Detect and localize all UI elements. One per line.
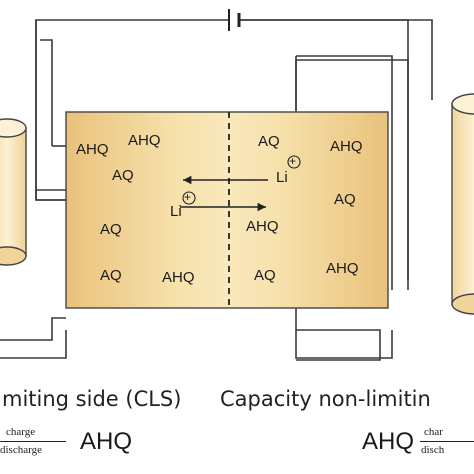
left-species-4: AQ (100, 221, 122, 238)
left-species-5: AQ (100, 267, 122, 284)
caption-left: miting side (CLS) (2, 387, 182, 411)
ion-label-lower: Li (170, 203, 182, 220)
battery-icon (228, 9, 241, 31)
right-species-5: AQ (254, 267, 276, 284)
wire-right (240, 19, 409, 359)
eq-right-numerator: char (424, 426, 443, 438)
eq-left-denominator: discharge (0, 444, 42, 456)
right-species-6: AHQ (326, 260, 359, 277)
eq-right-fraction-bar (420, 441, 474, 442)
eq-left-fraction-bar (0, 441, 66, 442)
cell-leads (36, 199, 66, 201)
left-species-6: AHQ (162, 269, 195, 286)
ion-charge-upper: + (289, 154, 297, 168)
right-electrode-icon (451, 93, 474, 315)
caption-right: Capacity non-limitin (220, 387, 431, 411)
right-species-2: AHQ (330, 138, 363, 155)
ion-plus-icon (182, 155, 301, 205)
eq-right-denominator: disch (421, 444, 445, 456)
right-species-4: AHQ (246, 218, 279, 235)
left-species-2: AHQ (128, 132, 161, 149)
left-electrode-icon (0, 118, 27, 266)
left-species-1: AHQ (76, 141, 109, 158)
right-species-3: AQ (334, 191, 356, 208)
ion-label-upper: Li (276, 169, 288, 186)
eq-left-product: AHQ (80, 428, 133, 455)
electrolyte-cell (65, 111, 389, 309)
eq-left-numerator: charge (6, 426, 36, 438)
eq-right-reactant: AHQ (362, 428, 415, 455)
left-species-3: AQ (112, 167, 134, 184)
ion-charge-lower: + (184, 190, 192, 204)
right-species-1: AQ (258, 133, 280, 150)
